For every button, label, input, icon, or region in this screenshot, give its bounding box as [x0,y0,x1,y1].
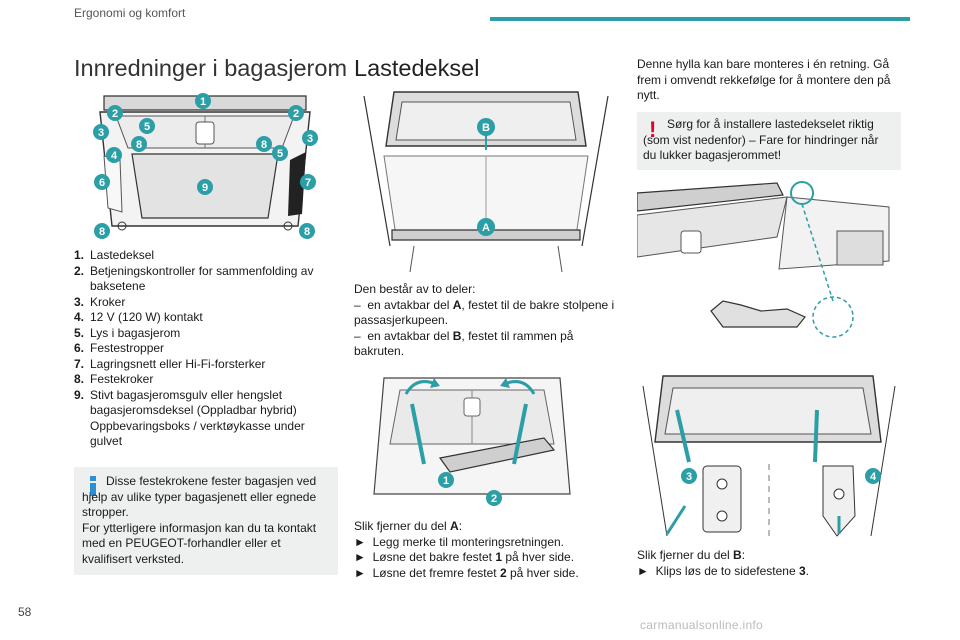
load-cover-description: Den består av to deler: – en avtakbar de… [354,282,622,360]
remove-a-heading: Slik fjerner du del A: [354,519,463,533]
svg-text:1: 1 [443,475,449,487]
list-item: 3.Kroker [74,294,126,309]
info-note: Disse festekrokene fester bagasjen ved h… [74,467,338,575]
remove-part-a-steps: Slik fjerner du del A: ► Legg merke til … [354,519,622,581]
step-item: ► Løsne det fremre festet 2 på hver side… [354,565,579,580]
svg-text:1: 1 [200,96,206,108]
svg-text:2: 2 [293,108,299,120]
parts-list: 1.Lastedeksel 2.Betjeningskontroller for… [74,248,336,450]
svg-text:3: 3 [686,471,692,483]
trunk-overview-figure: 1 2 2 3 3 4 5 5 6 7 8 8 8 8 9 [92,86,318,242]
list-item: 8.Festekroker [74,372,154,386]
intro-text: Den består av to deler: [354,282,476,296]
remove-part-b-figure: 3 4 [637,366,901,542]
info-icon [90,476,96,496]
svg-text:9: 9 [202,182,208,194]
svg-text:5: 5 [277,148,283,160]
list-item: 4.12 V (120 W) kontakt [74,310,203,324]
remove-part-a-figure: 1 2 [354,364,586,512]
figure-callouts: 1 2 2 3 3 4 5 5 6 7 8 8 8 8 9 [93,93,318,239]
section-title-trunk-fittings: Innredninger i bagasjerom [74,55,348,81]
header-accent-bar [490,17,910,21]
list-item: 2.Betjeningskontroller for sammenfolding… [74,263,314,294]
list-item: 6.Festestropper [74,341,165,355]
remove-b-heading: Slik fjerner du del B: [637,548,746,562]
svg-text:3: 3 [307,133,313,145]
warning-icon: ! [649,117,657,142]
watermark: carmanualsonline.info [640,618,764,632]
svg-text:8: 8 [136,139,142,151]
svg-text:3: 3 [98,127,104,139]
section-title-load-cover: Lastedeksel [354,55,480,81]
list-item: 7.Lagringsnett eller Hi-Fi-forsterker [74,356,266,371]
section-header: Ergonomi og komfort [74,6,186,20]
step-item: ► Klips løs de to sidefestene 3. [637,563,810,578]
part-a-line: – en avtakbar del A, festet til de bakre… [354,297,615,328]
svg-text:8: 8 [99,226,105,238]
info-text-1: Disse festekrokene fester bagasjen ved h… [82,474,317,519]
svg-text:8: 8 [261,139,267,151]
list-item: 1.Lastedeksel [74,248,155,262]
mounting-direction-note: Denne hylla kan bare monteres i én retni… [637,57,891,102]
correct-installation-figure [637,177,901,359]
remove-part-b-steps: Slik fjerner du del B: ► Klips løs de to… [637,548,905,579]
svg-text:2: 2 [491,493,497,505]
svg-text:8: 8 [304,226,310,238]
page-number: 58 [18,605,32,619]
warning-text: Sørg for å installere lastedekselet rikt… [643,117,879,162]
warning-note: ! Sørg for å installere lastedekselet ri… [637,112,901,170]
svg-text:7: 7 [305,177,311,189]
info-text-2: For ytterligere informasjon kan du ta ko… [82,520,317,566]
part-b-line: – en avtakbar del B, festet til rammen p… [354,328,574,359]
svg-text:2: 2 [112,108,118,120]
list-item: 9.Stivt bagasjeromsgulv eller hengslet b… [74,387,305,449]
load-cover-figure: B A [354,86,618,272]
svg-text:6: 6 [99,177,105,189]
step-item: ► Løsne det bakre festet 1 på hver side. [354,550,575,564]
svg-text:4: 4 [111,150,118,162]
svg-text:A: A [482,222,490,234]
svg-text:5: 5 [144,121,150,133]
svg-text:4: 4 [870,471,877,483]
list-item: 5.Lys i bagasjerom [74,325,181,340]
svg-text:B: B [482,122,490,134]
step-item: ► Legg merke til monteringsretningen. [354,534,564,549]
